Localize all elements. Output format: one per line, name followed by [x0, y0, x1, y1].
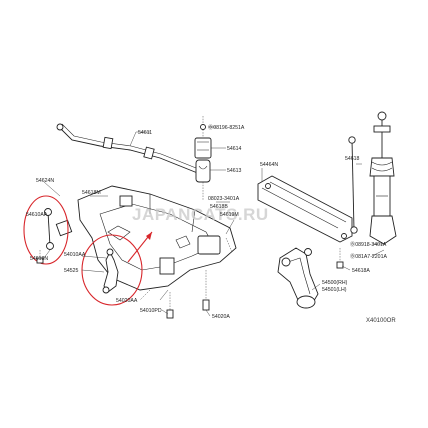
label-54618n: 54618N	[30, 256, 48, 262]
label-54611: 54611	[138, 130, 152, 136]
watermark: JAPANCATS.RU	[132, 205, 269, 224]
label-54020a: 54020A	[212, 314, 230, 320]
label-54501-lh: 54501(LH)	[322, 287, 347, 293]
label-54610aa: 54610AA	[26, 212, 48, 218]
strut-assembly	[369, 111, 397, 245]
member-stay	[257, 175, 353, 243]
label-08023: 08023-3401A	[208, 196, 240, 202]
label-54010pd: 54010PD	[140, 308, 162, 314]
label-54618b: 54618B	[210, 204, 228, 210]
front-suspension-member	[77, 185, 237, 291]
label-54464n: 54464N	[260, 162, 278, 168]
label-54624n: 54624N	[36, 178, 54, 184]
stabilizer-link-right	[348, 136, 358, 234]
label-54613: 54613	[227, 168, 242, 174]
label-54525: 54525	[64, 268, 79, 274]
label-54500-rh: 54500(RH)	[322, 280, 348, 286]
stabilizer-bar	[56, 123, 207, 177]
label-54618: 54618	[345, 156, 360, 162]
label-54619m: 54619M	[220, 212, 239, 218]
transverse-link	[277, 247, 319, 309]
label-54618m: 54618M	[82, 190, 101, 196]
label-08918: Ⓑ08918-3401A	[350, 240, 387, 248]
label-54010aa: 54010AA	[64, 252, 86, 258]
callout-labels: 54611 Ⓑ08196-8251A 54614 54613 54464N 54…	[26, 123, 387, 320]
label-081a7: Ⓑ081A7-2201A	[350, 252, 387, 260]
leader-lines	[43, 126, 385, 317]
bolts	[36, 237, 344, 319]
connecting-rod	[102, 248, 119, 294]
label-54618a: 54618A	[352, 268, 370, 274]
label-08196: Ⓑ08196-8251A	[208, 123, 245, 131]
diagram-code: X40100OR	[366, 318, 396, 324]
label-54614: 54614	[227, 146, 242, 152]
label-54020aa: 54020AA	[116, 298, 138, 304]
